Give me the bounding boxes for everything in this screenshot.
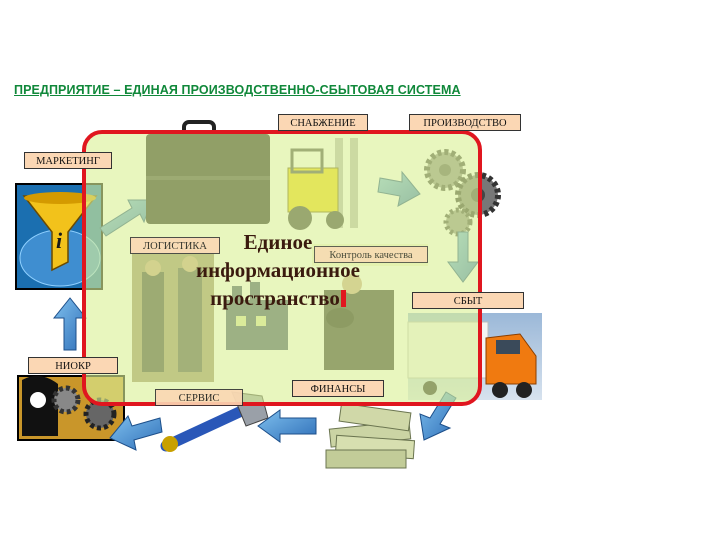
center-heading-line-2: информационное [196,258,360,282]
label-supply: СНАБЖЕНИЕ [278,114,368,131]
label-marketing: МАРКЕТИНГ [24,152,112,169]
center-heading-line-3-wrap: пространство [148,284,408,312]
label-service: СЕРВИС [155,389,243,406]
label-logistics: ЛОГИСТИКА [130,237,220,254]
label-production: ПРОИЗВОДСТВО [409,114,521,131]
arrow-service-to-rnd [109,415,163,451]
svg-text:i: i [56,228,63,253]
text-cursor-marker [340,290,346,307]
arrow-finance-to-service [257,409,317,443]
label-rnd: НИОКР [28,357,118,374]
information-space-frame [82,130,482,406]
center-heading-line-3: пространство [210,286,340,310]
label-finance: ФИНАНСЫ [292,380,384,397]
money-picture [325,402,416,469]
label-quality-control: Контроль качества [314,246,428,263]
label-sales: СБЫТ [412,292,524,309]
center-heading: Единое информационное пространство [148,228,408,312]
diagram-title: ПРЕДПРИЯТИЕ – ЕДИНАЯ ПРОИЗВОДСТВЕННО-СБЫ… [14,83,461,97]
center-heading-line-1: Единое [243,230,313,254]
arrow-rnd-to-marketing [52,297,88,351]
